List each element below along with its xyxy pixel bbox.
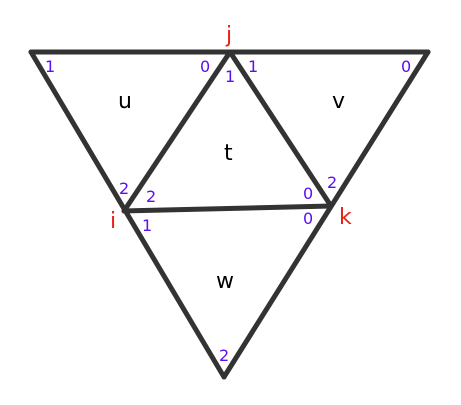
vertex-label-j: j <box>225 23 232 48</box>
edge-i-k <box>121 203 334 214</box>
edge-outer-right <box>221 49 431 380</box>
vertex-label-i: i <box>110 209 116 234</box>
face-label-w: w <box>216 269 234 294</box>
vertex-label-k: k <box>339 205 352 230</box>
edge-j-k <box>227 49 334 209</box>
corner-index-t-left: 2 <box>146 187 156 206</box>
face-label-u: u <box>118 89 132 114</box>
corner-index-v-bottom: 2 <box>327 173 337 192</box>
corner-index-w-right: 0 <box>303 209 313 228</box>
edge-outer-left <box>28 49 227 380</box>
corner-index-v-top-right: 0 <box>401 57 411 76</box>
face-label-t: t <box>224 141 233 166</box>
face-label-v: v <box>332 89 345 114</box>
corner-index-w-left: 1 <box>142 216 152 235</box>
edge-j-i <box>121 49 233 214</box>
corner-index-w-bottom: 2 <box>219 346 229 365</box>
corner-index-u-bottom: 2 <box>119 179 129 198</box>
corner-index-t-top: 1 <box>225 67 235 86</box>
corner-index-v-top-left: 1 <box>248 57 258 76</box>
corner-index-t-right: 0 <box>303 184 313 203</box>
corner-index-u-top-left: 1 <box>45 57 55 76</box>
corner-index-u-top-right: 0 <box>200 57 210 76</box>
